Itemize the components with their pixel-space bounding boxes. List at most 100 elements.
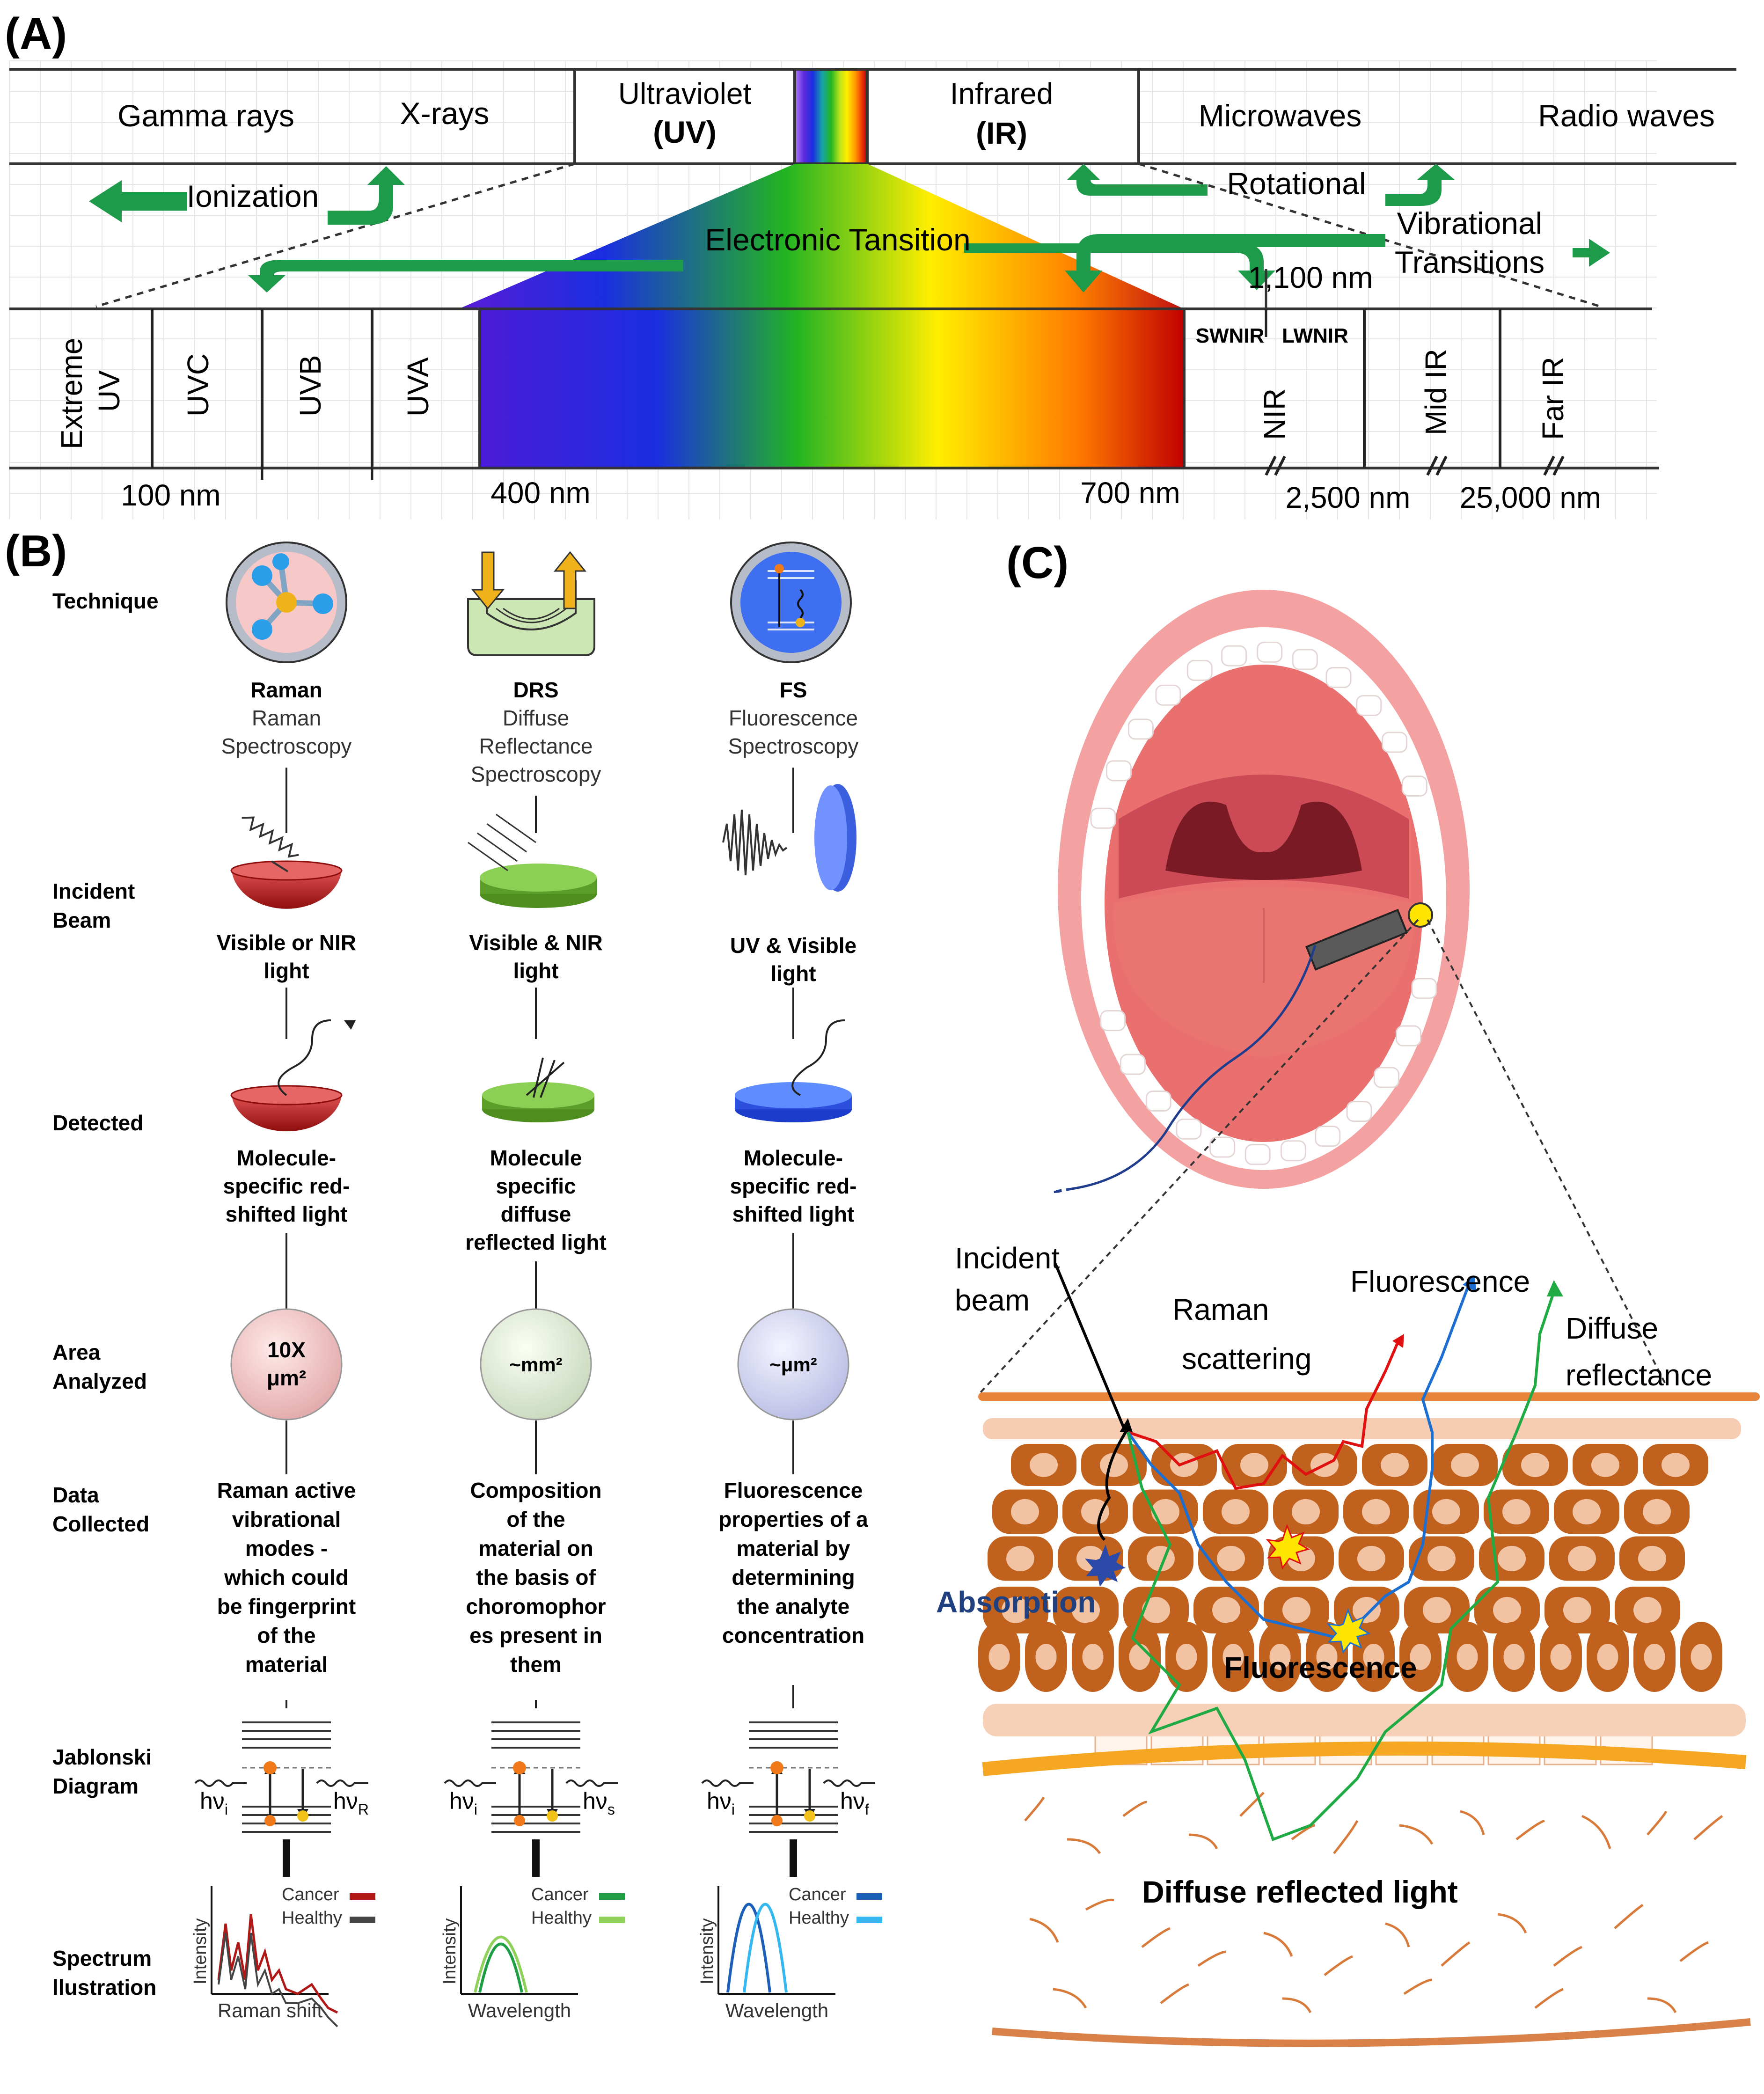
fs-detected-icon bbox=[735, 1019, 852, 1122]
far-ir-label: Far IR bbox=[1536, 357, 1570, 440]
drs-technique-icon bbox=[467, 551, 595, 656]
data-collected-line: them bbox=[510, 1652, 562, 1677]
incident-light-line: Visible & NIR bbox=[469, 930, 602, 955]
panel-label-c: (C) bbox=[1006, 538, 1069, 588]
row-label-incident-2: Beam bbox=[52, 908, 111, 932]
row-label-area-2: Analyzed bbox=[52, 1369, 147, 1393]
wavelength-700: 700 nm bbox=[1080, 476, 1180, 510]
data-collected-line: concentration bbox=[722, 1623, 864, 1647]
area-analyzed-value: ~μm² bbox=[769, 1354, 817, 1376]
visible-band bbox=[478, 308, 1186, 469]
data-collected-line: of the bbox=[506, 1507, 565, 1531]
legend-healthy: Healthy bbox=[282, 1908, 342, 1928]
data-collected-line: of the bbox=[257, 1623, 315, 1647]
row-label-jablonski-1: Jablonski bbox=[52, 1745, 152, 1769]
spectrum-y-label: Intensity bbox=[697, 1918, 717, 1984]
incident-light-line: light bbox=[513, 959, 558, 983]
swnir-label: SWNIR bbox=[1196, 324, 1265, 347]
data-collected-line: the analyte bbox=[737, 1594, 849, 1618]
vibrational-label-2: Transitions bbox=[1395, 245, 1544, 279]
detected-light-line: diffuse bbox=[501, 1202, 571, 1226]
svg-text:UV: UV bbox=[92, 370, 126, 412]
data-collected-line: modes - bbox=[245, 1536, 328, 1560]
row-label-spectrum-1: Spectrum bbox=[52, 1946, 152, 1970]
area-analyzed-sphere bbox=[480, 1308, 592, 1420]
incident-light-line: light bbox=[264, 959, 309, 983]
microwaves-label: Microwaves bbox=[1199, 98, 1361, 133]
photon-out-label: hνR bbox=[333, 1788, 369, 1818]
lwnir-label: LWNIR bbox=[1282, 324, 1348, 347]
technique-abbr: FS bbox=[780, 678, 807, 702]
rotational-label: Rotational bbox=[1227, 166, 1366, 201]
wavelength-2500: 2,500 nm bbox=[1286, 481, 1411, 514]
uv-label-line1: Ultraviolet bbox=[618, 77, 752, 110]
incident-light-line: light bbox=[770, 961, 816, 986]
row-label-technique: Technique bbox=[52, 589, 159, 613]
uva-label: UVA bbox=[401, 357, 435, 417]
technique-abbr: DRS bbox=[513, 678, 558, 702]
spectrum-y-label: Intensity bbox=[190, 1918, 210, 1984]
legend-swatch-healthy bbox=[350, 1917, 375, 1923]
technique-name-line: Spectroscopy bbox=[221, 734, 352, 758]
fluorescence-mid-label: Fluorescence bbox=[1224, 1651, 1417, 1684]
area-analyzed-sphere bbox=[230, 1308, 343, 1420]
detected-light-line: shifted light bbox=[226, 1202, 348, 1226]
legend-swatch-cancer bbox=[599, 1893, 625, 1900]
rotational-arrows bbox=[1067, 164, 1455, 206]
diffuse-reflected-light-label: Diffuse reflected light bbox=[1142, 1874, 1458, 1909]
uvb-label: UVB bbox=[293, 355, 327, 417]
raman-incident-icon bbox=[230, 816, 343, 909]
uvc-label: UVC bbox=[181, 353, 215, 417]
area-analyzed-value: 10X bbox=[267, 1338, 306, 1362]
incident-light-line: Visible or NIR bbox=[217, 930, 356, 955]
data-collected-line: Composition bbox=[470, 1478, 601, 1502]
absorption-label: Absorption bbox=[936, 1585, 1096, 1619]
data-collected-line: material bbox=[245, 1652, 328, 1677]
radio-waves-label: Radio waves bbox=[1538, 98, 1715, 133]
technique-name-line: Fluorescence bbox=[729, 706, 858, 730]
nm-1100-label: 1,100 nm bbox=[1248, 261, 1373, 294]
raman-scattering-label-1: Raman bbox=[1172, 1293, 1269, 1326]
legend-cancer: Cancer bbox=[789, 1885, 846, 1904]
legend-healthy: Healthy bbox=[531, 1908, 592, 1928]
raman-detected-icon bbox=[230, 1019, 356, 1132]
technique-name-line: Diffuse bbox=[503, 706, 569, 730]
raman-technique-icon bbox=[226, 542, 347, 663]
detected-light-line: specific red- bbox=[730, 1174, 857, 1198]
technique-name-line: Spectroscopy bbox=[728, 734, 859, 758]
row-label-incident-1: Incident bbox=[52, 879, 135, 903]
ionization-label: Ionization bbox=[187, 179, 319, 213]
legend-cancer: Cancer bbox=[531, 1885, 589, 1904]
visible-fan bbox=[459, 164, 1184, 309]
detected-light-line: Molecule- bbox=[744, 1146, 843, 1170]
photon-out-label: hνf bbox=[840, 1788, 869, 1818]
ir-label-line2: (IR) bbox=[976, 116, 1027, 150]
extreme-uv-label: Extreme UV bbox=[55, 338, 126, 449]
spectrum-x-label: Raman shift bbox=[218, 1999, 322, 2021]
diffuse-reflectance-label-2: reflectance bbox=[1566, 1358, 1712, 1392]
uv-label-line2: (UV) bbox=[653, 115, 717, 149]
spectrum-x-label: Wavelength bbox=[725, 1999, 828, 2021]
legend-swatch-healthy bbox=[599, 1917, 625, 1923]
ir-label-line1: Infrared bbox=[950, 77, 1054, 110]
spectrum-curve-healthy bbox=[218, 1933, 338, 2028]
visible-strip bbox=[793, 68, 869, 165]
spectrum-y-label: Intensity bbox=[440, 1918, 460, 1984]
panel-b: (B) Technique Incident Beam Detected Are… bbox=[5, 526, 882, 2028]
data-collected-line: vibrational bbox=[232, 1507, 341, 1531]
data-collected-line: Fluorescence bbox=[724, 1478, 863, 1502]
panel-a: (A) Gamma rays X-rays Ultraviolet (UV) I… bbox=[5, 9, 1736, 520]
technique-name-line: Spectroscopy bbox=[471, 762, 601, 786]
technique-column-drs: DRSDiffuseReflectanceSpectroscopyVisible… bbox=[440, 678, 625, 2021]
spectrum-curve-healthy bbox=[474, 1935, 528, 1993]
wavelength-25000: 25,000 nm bbox=[1460, 481, 1601, 514]
row-label-data-1: Data bbox=[52, 1483, 99, 1507]
data-collected-line: Raman active bbox=[217, 1478, 356, 1502]
spectrum-curve-cancer bbox=[478, 1942, 523, 1993]
row-label-detected: Detected bbox=[52, 1111, 143, 1135]
detected-light-line: reflected light bbox=[465, 1230, 607, 1254]
open-mouth-illustration bbox=[1051, 590, 1470, 1193]
diffuse-reflectance-label-1: Diffuse bbox=[1566, 1311, 1658, 1345]
